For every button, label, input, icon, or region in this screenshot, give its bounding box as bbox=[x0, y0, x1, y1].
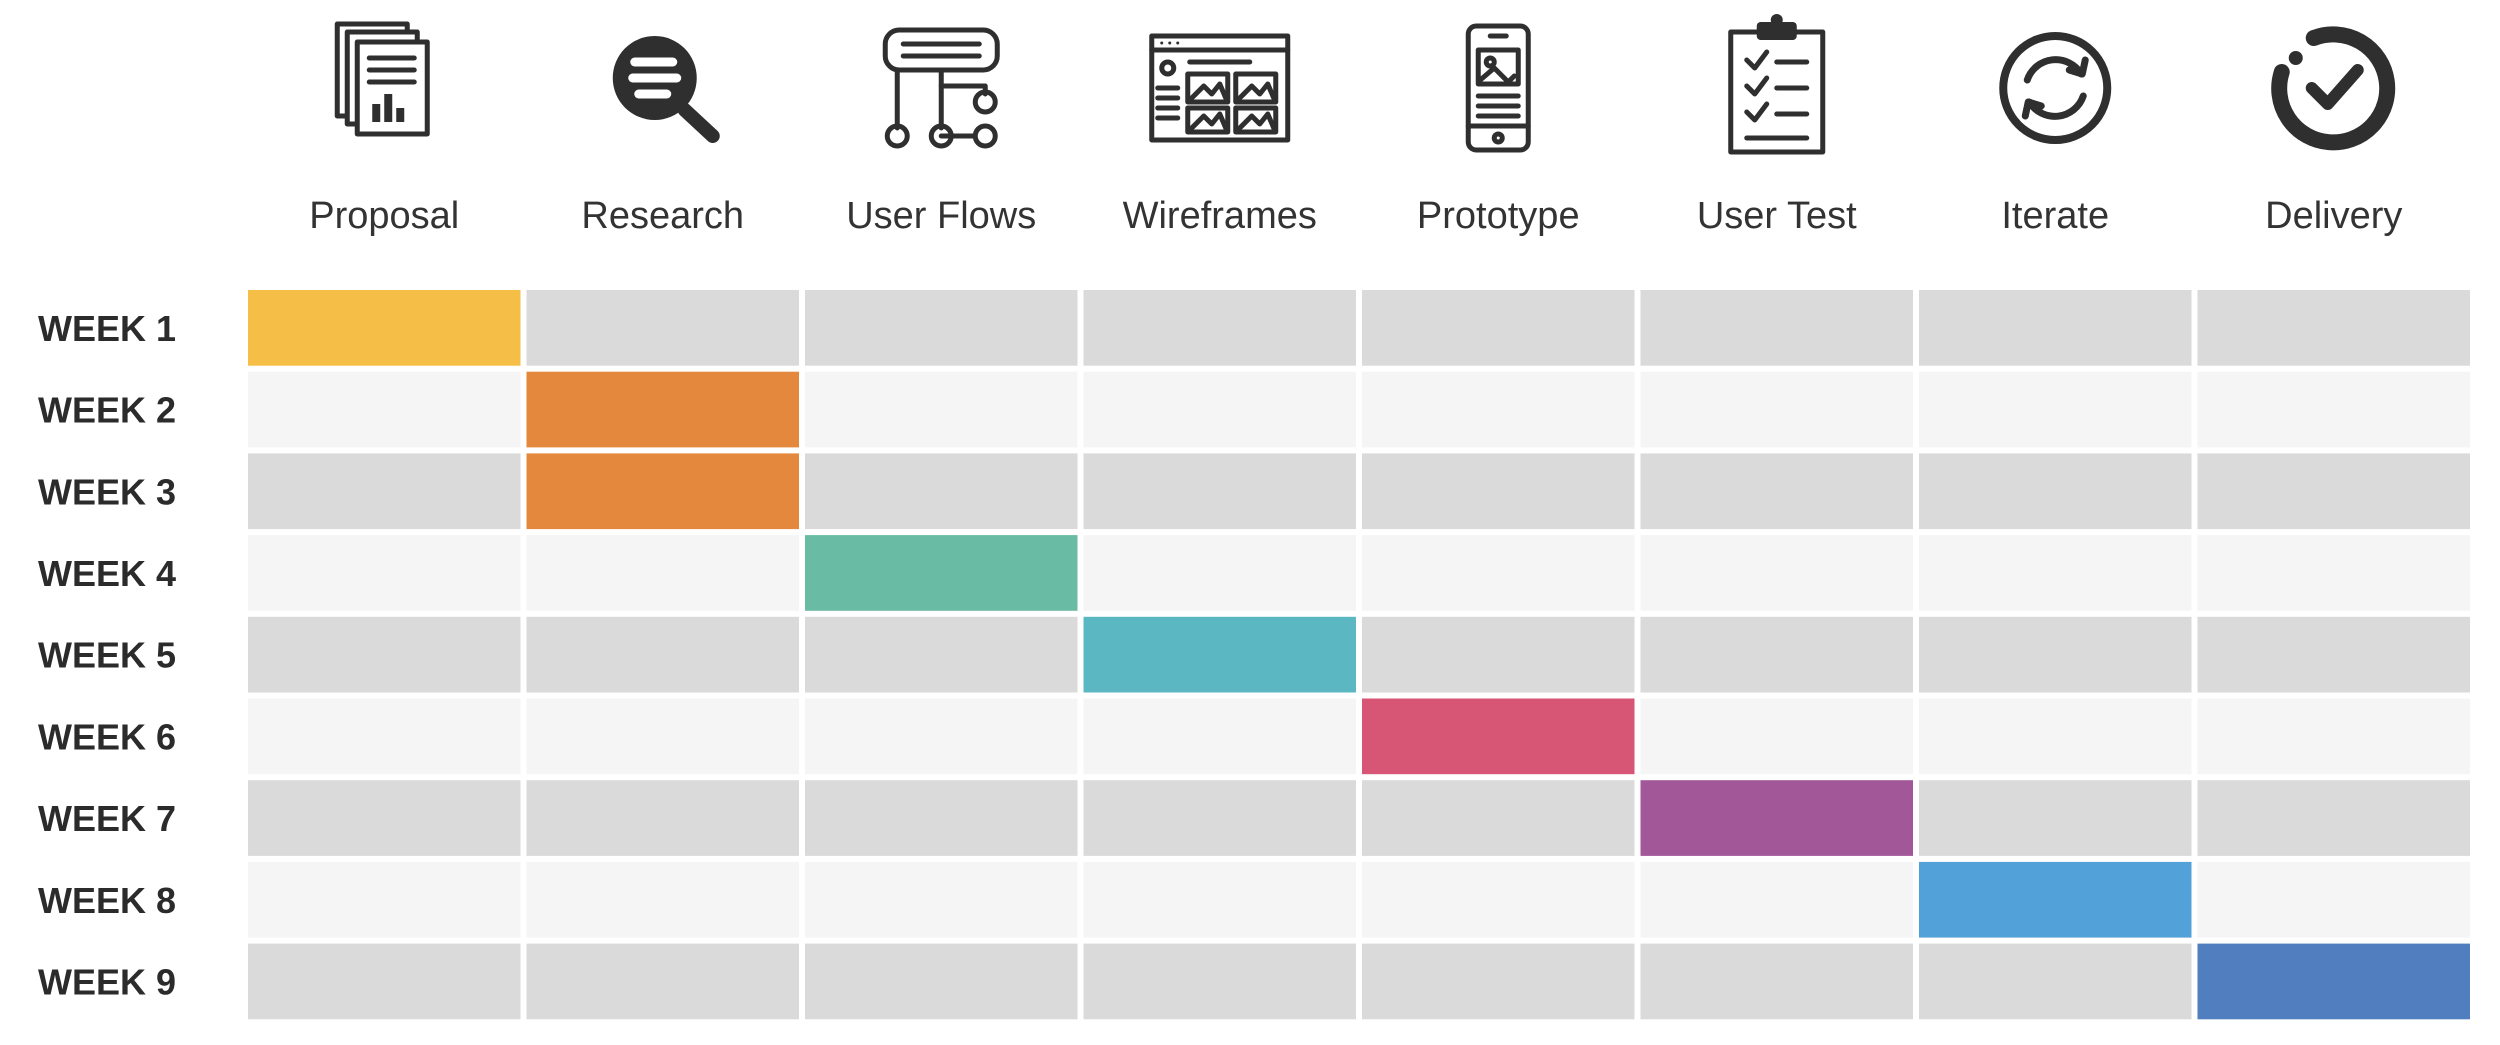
grid-cell bbox=[1640, 698, 1913, 775]
grid-cell bbox=[1362, 616, 1635, 693]
grid-cell bbox=[248, 943, 521, 1020]
grid-cell bbox=[526, 616, 799, 693]
grid-cell bbox=[2197, 861, 2470, 938]
grid-cell bbox=[1362, 861, 1635, 938]
week-label: WEEK 4 bbox=[38, 553, 176, 594]
phase-label: Wireframes bbox=[1123, 195, 1317, 237]
grid-cell bbox=[248, 453, 521, 530]
grid-cell bbox=[526, 698, 799, 775]
grid-cell bbox=[526, 780, 799, 856]
grid-cell bbox=[1362, 290, 1635, 366]
grid-cell bbox=[1083, 535, 1356, 611]
week-label: WEEK 5 bbox=[38, 635, 176, 676]
grid-cell bbox=[1640, 290, 1913, 366]
grid-cell bbox=[248, 698, 521, 775]
grid-cell bbox=[805, 453, 1078, 530]
grid-cell bbox=[248, 780, 521, 856]
grid-cell bbox=[1640, 371, 1913, 448]
grid-cell bbox=[805, 290, 1078, 366]
grid-cell bbox=[1362, 371, 1635, 448]
grid-cell bbox=[1640, 453, 1913, 530]
smartphone-icon bbox=[1465, 23, 1531, 153]
gantt-bar bbox=[2197, 943, 2470, 1020]
grid-cell bbox=[2197, 290, 2470, 366]
gantt-bar bbox=[1083, 616, 1356, 693]
grid-cell bbox=[1919, 616, 2192, 693]
grid-cell bbox=[1083, 290, 1356, 366]
phase-label: Proposal bbox=[309, 195, 459, 237]
week-label: WEEK 7 bbox=[38, 798, 176, 839]
grid-cell bbox=[1919, 698, 2192, 775]
phase-label: User Flows bbox=[846, 195, 1036, 237]
document-stack-icon bbox=[334, 21, 430, 137]
grid-cell bbox=[2197, 616, 2470, 693]
grid-cell bbox=[248, 616, 521, 693]
flowchart-icon bbox=[882, 27, 1000, 149]
week-label: WEEK 6 bbox=[38, 716, 176, 757]
grid-cell bbox=[805, 698, 1078, 775]
grid-cell bbox=[526, 861, 799, 938]
grid-cell bbox=[1640, 861, 1913, 938]
week-label: WEEK 9 bbox=[38, 961, 176, 1002]
grid-cell bbox=[2197, 453, 2470, 530]
grid-cell bbox=[526, 535, 799, 611]
grid-cell bbox=[1083, 371, 1356, 448]
grid-cell bbox=[526, 290, 799, 366]
grid-cell bbox=[526, 943, 799, 1020]
week-label: WEEK 8 bbox=[38, 880, 176, 921]
gantt-bar bbox=[1919, 861, 2192, 938]
grid-cell bbox=[1362, 453, 1635, 530]
week-label: WEEK 3 bbox=[38, 471, 176, 512]
grid-cell bbox=[805, 943, 1078, 1020]
grid-cell bbox=[805, 861, 1078, 938]
grid-cell bbox=[1919, 780, 2192, 856]
grid-cell bbox=[805, 780, 1078, 856]
grid-cell bbox=[1083, 943, 1356, 1020]
grid-cell bbox=[2197, 780, 2470, 856]
refresh-cycle-icon bbox=[1999, 32, 2112, 144]
magnifier-icon bbox=[612, 36, 720, 143]
grid-cell bbox=[248, 371, 521, 448]
grid-cell bbox=[1919, 453, 2192, 530]
gantt-bar bbox=[526, 453, 799, 530]
grid-cell bbox=[248, 861, 521, 938]
grid-cell bbox=[805, 616, 1078, 693]
grid-cell bbox=[1640, 535, 1913, 611]
grid-cell bbox=[805, 371, 1078, 448]
phase-label: Delivery bbox=[2265, 195, 2402, 237]
grid-cell bbox=[1083, 698, 1356, 775]
grid-cell bbox=[1083, 453, 1356, 530]
clipboard-icon bbox=[1728, 14, 1826, 155]
grid-cell bbox=[248, 535, 521, 611]
week-label: WEEK 1 bbox=[38, 308, 176, 349]
grid-cell bbox=[1362, 780, 1635, 856]
gantt-bar bbox=[248, 290, 521, 366]
grid-cell bbox=[2197, 698, 2470, 775]
grid-cell bbox=[1362, 943, 1635, 1020]
grid-cell bbox=[1919, 535, 2192, 611]
gantt-bar bbox=[1362, 698, 1635, 775]
week-label: WEEK 2 bbox=[38, 390, 176, 431]
phase-label: Iterate bbox=[2001, 195, 2109, 237]
phase-label: Research bbox=[581, 195, 744, 237]
grid-cell bbox=[1919, 290, 2192, 366]
grid-cell bbox=[1362, 535, 1635, 611]
grid-cell bbox=[2197, 371, 2470, 448]
grid-cell bbox=[1640, 616, 1913, 693]
wireframe-icon bbox=[1149, 33, 1291, 143]
grid-cell bbox=[1919, 371, 2192, 448]
gantt-bar bbox=[526, 371, 799, 448]
phase-label: User Test bbox=[1697, 195, 1857, 237]
phase-label: Prototype bbox=[1417, 195, 1580, 237]
gantt-bar bbox=[1640, 780, 1913, 856]
grid-cell bbox=[1640, 943, 1913, 1020]
grid-cell bbox=[2197, 535, 2470, 611]
grid-cell bbox=[1083, 861, 1356, 938]
grid-cell bbox=[1919, 943, 2192, 1020]
gantt-bar bbox=[805, 535, 1078, 611]
check-circle-icon bbox=[2271, 26, 2396, 151]
grid-cell bbox=[1083, 780, 1356, 856]
